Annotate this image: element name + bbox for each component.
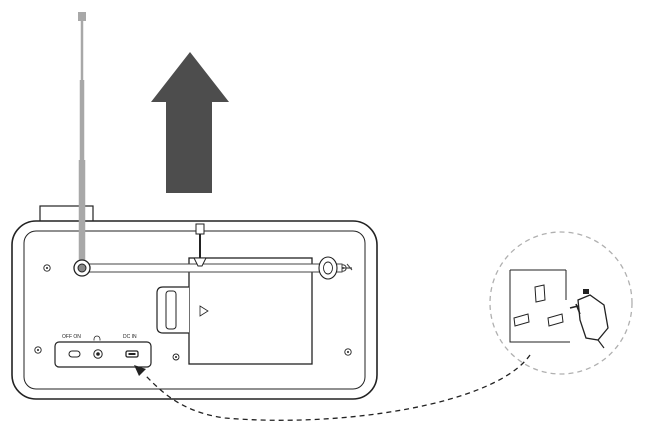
antenna-connector-base <box>193 257 207 267</box>
battery-compartment-door <box>188 257 313 365</box>
screw-icon <box>43 264 51 272</box>
folded-antenna <box>83 263 343 273</box>
radio-back-panel <box>23 230 366 390</box>
headphone-icon <box>93 335 101 341</box>
antenna-bracket <box>318 256 338 280</box>
telescopic-antenna-tip <box>78 12 86 21</box>
dc-in-port-inner <box>128 353 136 355</box>
battery-door-latch-slot <box>165 290 177 330</box>
headphone-jack <box>93 349 103 359</box>
dc-in-label: DC IN <box>123 334 137 340</box>
wall-socket-callout-circle <box>489 231 633 375</box>
connector-panel <box>54 341 152 368</box>
screw-icon <box>172 353 180 361</box>
play-icon <box>199 305 209 317</box>
up-arrow-icon <box>151 52 229 193</box>
power-switch-label: OFF ON <box>62 334 81 340</box>
antenna-pivot <box>73 259 91 277</box>
antenna-connector <box>195 223 205 235</box>
power-plug-icon <box>569 289 609 349</box>
screw-icon <box>34 346 42 354</box>
cable-arrowhead <box>134 365 146 376</box>
wall-socket-icon <box>509 269 570 343</box>
power-cable-path <box>144 354 531 421</box>
folded-antenna-tip <box>346 263 353 271</box>
power-switch <box>68 350 81 358</box>
screw-icon <box>344 348 352 356</box>
antenna-bracket-inner <box>323 261 333 275</box>
